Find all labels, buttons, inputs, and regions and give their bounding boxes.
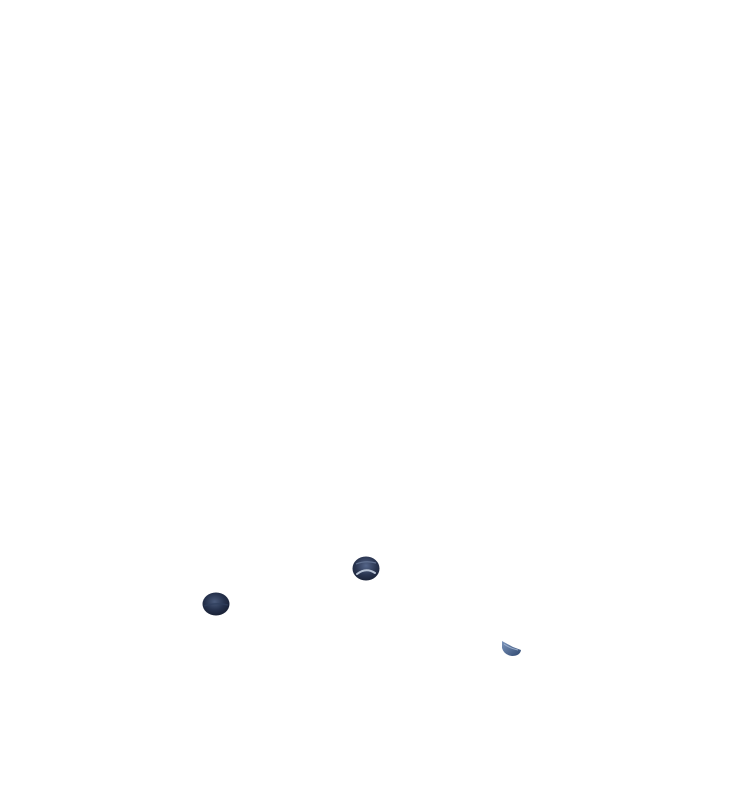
- dark-round-blob: [201, 591, 231, 617]
- small-cut-blob: [500, 638, 523, 658]
- dark-round-blob-with-glint: [351, 555, 381, 582]
